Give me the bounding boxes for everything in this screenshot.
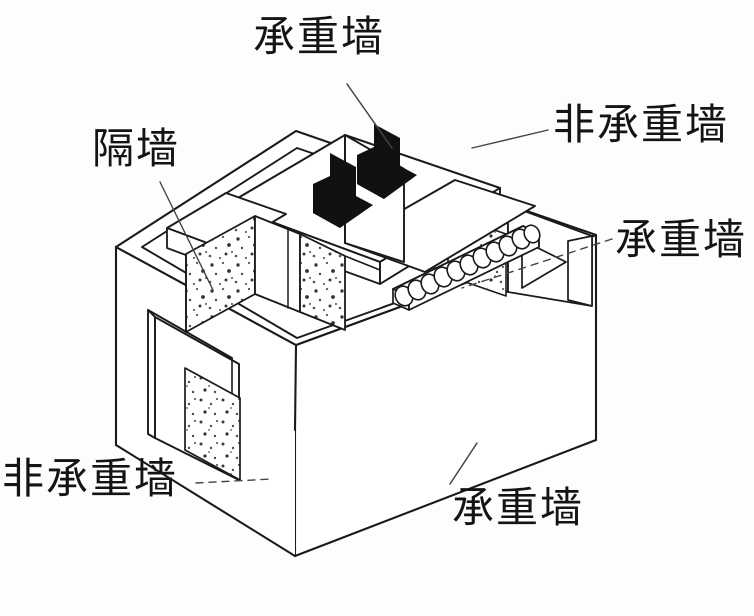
partition-blocks <box>185 215 381 333</box>
label-bottom-bearing-wall: 承重墙 <box>452 483 585 532</box>
label-partition-wall: 隔墙 <box>92 124 181 173</box>
label-nonbearing-wall-right: 非承重墙 <box>553 100 730 149</box>
hollow-core-slab-edge <box>392 224 541 311</box>
label-top-bearing-wall: 承重墙 <box>253 12 386 61</box>
leader-bottom-bearing <box>449 442 478 485</box>
leader-lines <box>159 83 613 485</box>
hollow-core-voids <box>394 224 541 307</box>
label-bearing-wall-right: 承重墙 <box>615 215 748 264</box>
label-nonbearing-wall-left: 非承重墙 <box>2 454 179 503</box>
load-arrows <box>313 124 417 228</box>
leader-nonbearing-right <box>471 129 549 149</box>
leader-top-bearing <box>346 83 393 149</box>
leader-partition <box>159 181 214 291</box>
leader-bearing-right <box>461 238 613 289</box>
leader-nonbearing-left <box>195 478 273 484</box>
